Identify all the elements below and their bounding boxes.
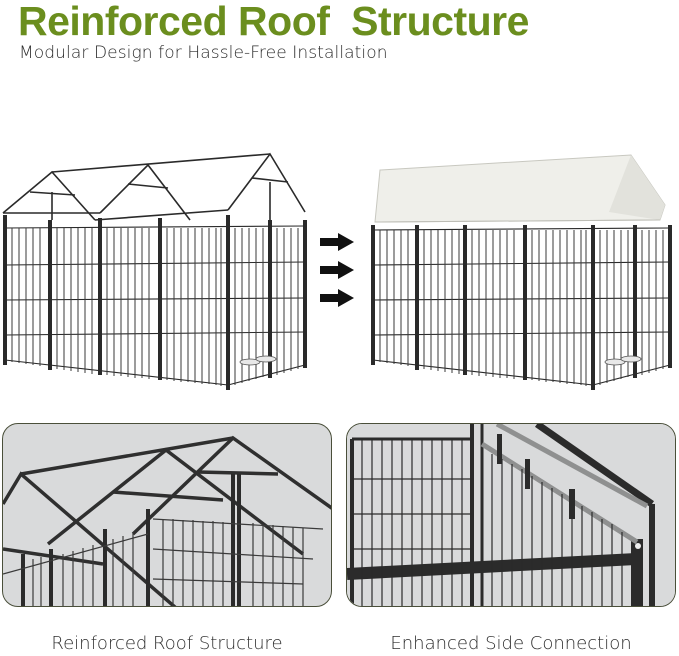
caption-roof-structure: Reinforced Roof Structure	[51, 633, 283, 654]
arrows-group	[320, 233, 354, 307]
detail-panel-side-connection	[346, 423, 676, 607]
page-subtitle: Modular Design for Hassle-Free Installat…	[19, 43, 388, 63]
kennel-covered-illustration	[371, 154, 672, 390]
caption-side-connection: Enhanced Side Connection	[390, 633, 632, 654]
arrow-right-icon	[320, 233, 354, 307]
kennel-frame-illustration	[2, 152, 307, 390]
page-title: Reinforced Roof Structure	[18, 0, 529, 44]
detail-panel-roof	[2, 423, 332, 607]
